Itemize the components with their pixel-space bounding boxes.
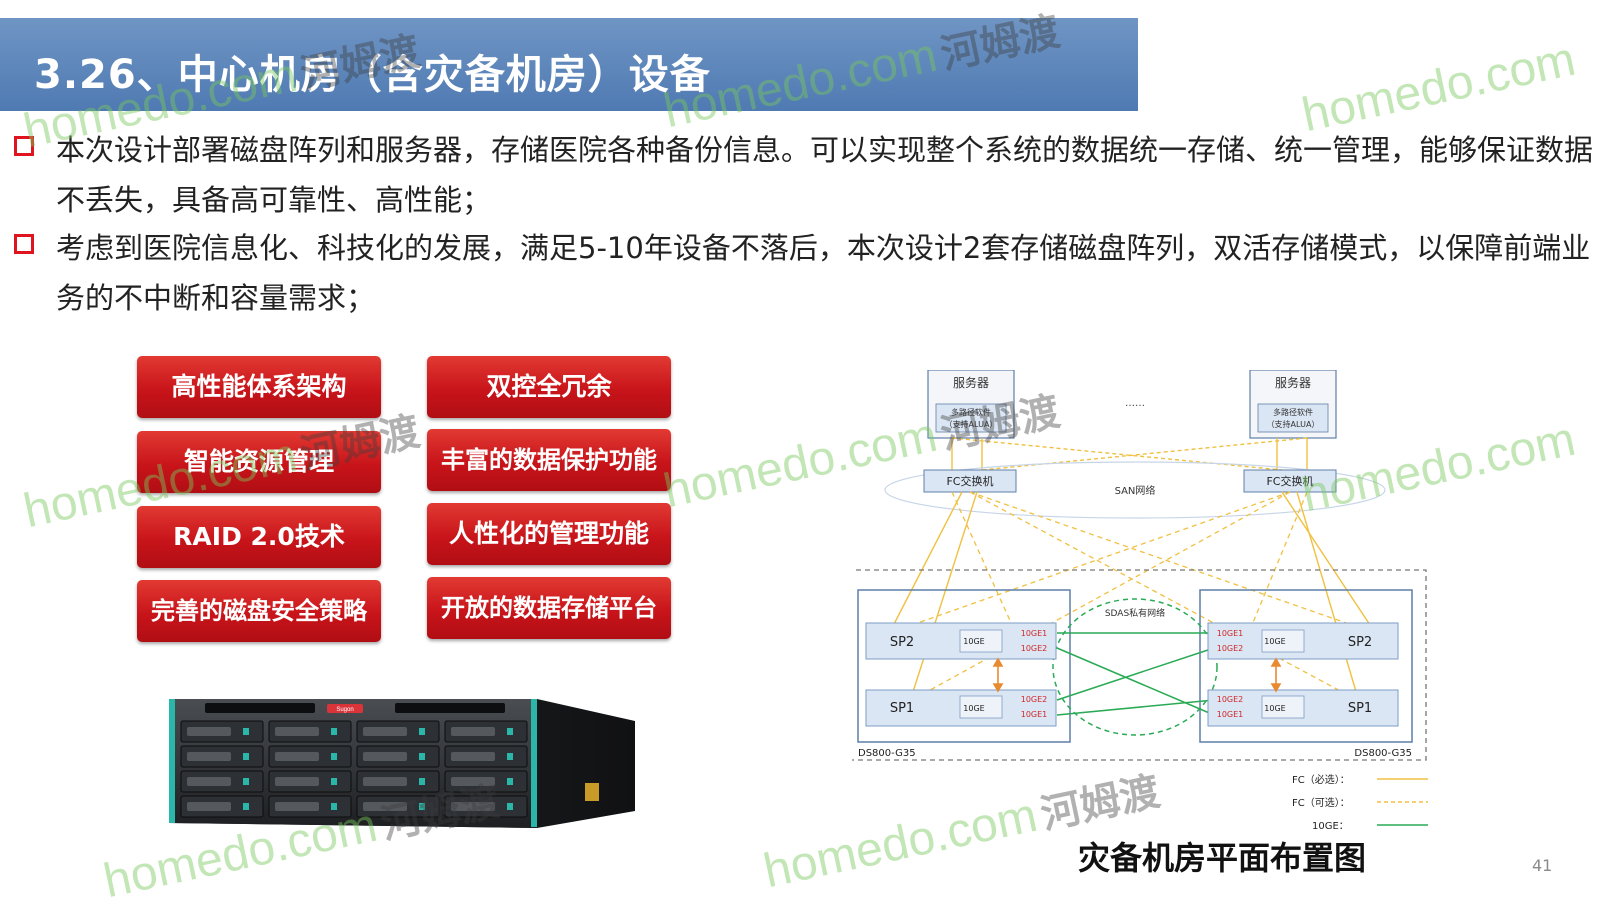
ellipsis: …… (1125, 398, 1145, 409)
drive-handle (363, 727, 407, 736)
server-left: 服务器 多路径软件 （支持ALUA） (927, 370, 1015, 439)
drive-led (331, 728, 337, 735)
svg-text:服务器: 服务器 (1275, 375, 1311, 390)
svg-text:SP2: SP2 (1348, 635, 1372, 650)
drive-led (419, 778, 425, 785)
svg-text:FC（可选）：: FC（可选）： (1292, 796, 1350, 809)
svg-text:（支持ALUA）: （支持ALUA） (945, 419, 998, 429)
svg-text:10GE1: 10GE1 (1021, 629, 1048, 638)
drive-led (331, 803, 337, 810)
drive-handle (187, 752, 231, 761)
drive-handle (363, 802, 407, 811)
sp1-left: SP1 10GE 10GE2 10GE1 (865, 689, 1057, 727)
drive-handle (187, 727, 231, 736)
drive-led (243, 753, 249, 760)
svg-text:10GE2: 10GE2 (1217, 644, 1244, 653)
svg-text:10GE: 10GE (963, 637, 984, 646)
disk-array-photo: Sugon (169, 699, 635, 828)
bullet-text-2: 考虑到医院信息化、科技化的发展，满足5-10年设备不落后，本次设计2套存储磁盘阵… (56, 231, 1591, 315)
title-bar (0, 18, 1138, 111)
drive-led (419, 803, 425, 810)
feature-management: 人性化的管理功能 (427, 503, 671, 565)
feature-raid: RAID 2.0技术 (137, 506, 381, 568)
drive-handle (275, 727, 319, 736)
drive-handle (187, 802, 231, 811)
feature-open-platform: 开放的数据存储平台 (427, 577, 671, 639)
feature-disk-security: 完善的磁盘安全策略 (137, 580, 381, 642)
svg-text:10GE1: 10GE1 (1217, 710, 1244, 719)
drive-handle (451, 752, 495, 761)
drive-handle (451, 802, 495, 811)
diagram-legend: FC（必选）： FC（可选）： 10GE： (1292, 773, 1428, 832)
square-bullet-icon (14, 234, 34, 254)
feature-high-performance: 高性能体系架构 (137, 356, 381, 418)
svg-text:服务器: 服务器 (953, 375, 989, 390)
svg-text:多路径软件: 多路径软件 (1273, 407, 1313, 417)
drive-handle (275, 752, 319, 761)
bullet-text-1: 本次设计部署磁盘阵列和服务器，存储医院各种备份信息。可以实现整个系统的数据统一存… (56, 133, 1594, 217)
svg-text:SP2: SP2 (890, 635, 914, 650)
sugon-logo (327, 704, 363, 713)
svg-text:（支持ALUA）: （支持ALUA） (1267, 419, 1320, 429)
drive-led (507, 728, 513, 735)
svg-text:10GE2: 10GE2 (1021, 644, 1048, 653)
page-title: 3.26、中心机房（含灾备机房）设备 (34, 52, 711, 98)
page-number: 41 (1532, 856, 1553, 875)
drive-led (331, 778, 337, 785)
array-model-left: DS800-G35 (858, 748, 916, 759)
drive-handle (275, 777, 319, 786)
diagram-caption: 灾备机房平面布置图 (1078, 839, 1367, 877)
drive-handle (363, 777, 407, 786)
drive-handle (451, 727, 495, 736)
drive-handle (451, 777, 495, 786)
drive-led (507, 753, 513, 760)
svg-text:多路径软件: 多路径软件 (951, 407, 991, 417)
svg-text:FC（必选）：: FC（必选）： (1292, 773, 1350, 786)
drive-led (331, 753, 337, 760)
svg-text:SP1: SP1 (890, 701, 914, 716)
svg-text:10GE1: 10GE1 (1217, 629, 1244, 638)
svg-text:10GE: 10GE (1264, 704, 1285, 713)
feature-dual-controller: 双控全冗余 (427, 356, 671, 418)
svg-text:10GE：: 10GE： (1312, 821, 1349, 832)
square-bullet-icon (14, 136, 34, 156)
drive-handle (275, 802, 319, 811)
network-diagram: 服务器 多路径软件 （支持ALUA） …… 服务器 多路径软件 （支持ALUA）… (852, 370, 1428, 832)
drive-led (507, 803, 513, 810)
sp1-right: SP1 10GE 10GE2 10GE1 (1207, 689, 1399, 727)
svg-text:FC交换机: FC交换机 (1266, 474, 1313, 488)
svg-text:FC交换机: FC交换机 (946, 474, 993, 488)
server-right: 服务器 多路径软件 （支持ALUA） (1249, 370, 1337, 439)
drive-led (243, 803, 249, 810)
sp2-right: SP2 10GE 10GE1 10GE2 (1207, 622, 1399, 660)
fc-switch-right: FC交换机 (1243, 469, 1337, 493)
drive-handle (363, 752, 407, 761)
drive-led (419, 753, 425, 760)
sp2-left: SP2 10GE 10GE1 10GE2 (865, 622, 1057, 660)
brand-text: Sugon (336, 707, 353, 713)
drive-led (419, 728, 425, 735)
svg-text:10GE: 10GE (1264, 637, 1285, 646)
svg-text:SP1: SP1 (1348, 701, 1372, 716)
drive-led (243, 728, 249, 735)
fc-switch-left: FC交换机 (923, 469, 1017, 493)
svg-text:10GE2: 10GE2 (1217, 695, 1244, 704)
feature-smart-resource: 智能资源管理 (137, 431, 381, 493)
drive-led (243, 778, 249, 785)
drive-led (507, 778, 513, 785)
svg-text:10GE: 10GE (963, 704, 984, 713)
san-label: SAN网络 (1115, 484, 1156, 497)
svg-text:10GE2: 10GE2 (1021, 695, 1048, 704)
array-model-right: DS800-G35 (1354, 748, 1412, 759)
svg-text:10GE1: 10GE1 (1021, 710, 1048, 719)
sdas-label: SDAS私有网络 (1105, 607, 1165, 619)
drive-handle (187, 777, 231, 786)
feature-data-protection: 丰富的数据保护功能 (427, 429, 671, 491)
